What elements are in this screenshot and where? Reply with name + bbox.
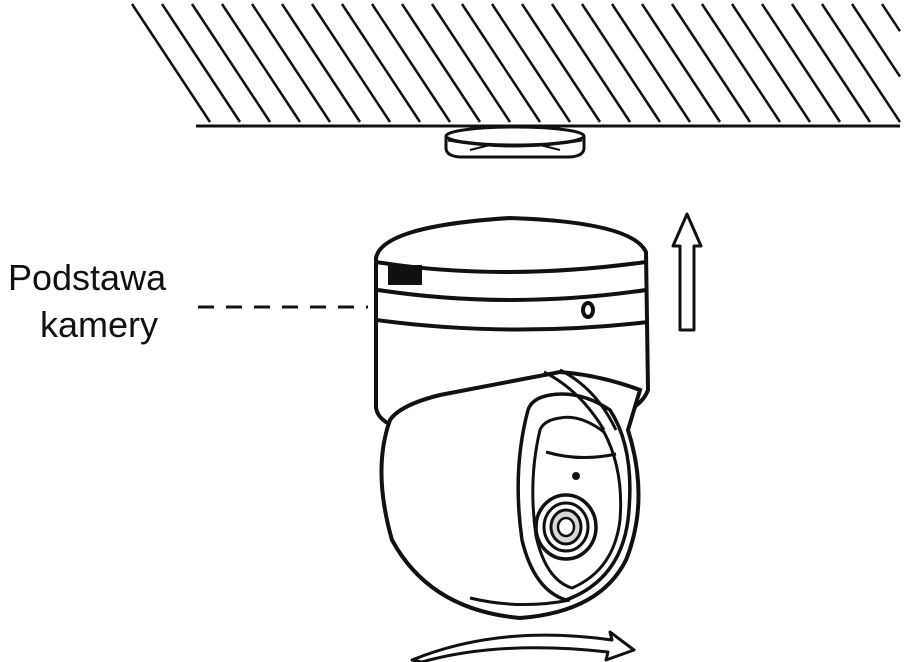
hatch-line	[700, 3, 782, 123]
hatch-line	[400, 3, 482, 123]
hatch-line	[880, 3, 902, 32]
hatch-line	[550, 3, 632, 123]
sensor-dot	[572, 472, 580, 480]
up-arrow-icon	[671, 212, 703, 332]
hatch-line	[460, 3, 542, 123]
hatch-line	[490, 3, 572, 123]
hatch-line	[250, 3, 332, 123]
hatch-line	[640, 3, 722, 123]
hatch-line	[190, 3, 272, 123]
hatch-line	[670, 3, 752, 123]
hatch-line	[820, 3, 902, 123]
hatch-line	[130, 3, 212, 123]
hatch-line	[520, 3, 602, 123]
hatch-line	[310, 3, 392, 123]
hatch-line	[580, 3, 662, 123]
hatch-line	[160, 3, 242, 123]
hatch-line	[430, 3, 512, 123]
base-label-rect	[388, 265, 422, 285]
hatch-line	[340, 3, 422, 123]
label-line-1: Podstawa	[8, 257, 167, 298]
ceiling-hatch	[130, 3, 902, 123]
hatch-line	[280, 3, 362, 123]
camera-head	[379, 368, 643, 621]
hatch-line	[790, 3, 872, 123]
mounting-plate	[444, 125, 586, 159]
hatch-line	[760, 3, 842, 123]
hatch-line	[220, 3, 302, 123]
camera-lens	[534, 493, 598, 561]
label-line-2: kamery	[40, 304, 158, 345]
hatch-line	[370, 3, 452, 123]
rotate-arrow-icon	[410, 630, 636, 662]
hatch-line	[730, 3, 812, 123]
hatch-line	[850, 3, 902, 78]
reset-hole	[581, 301, 595, 319]
hatch-line	[610, 3, 692, 123]
